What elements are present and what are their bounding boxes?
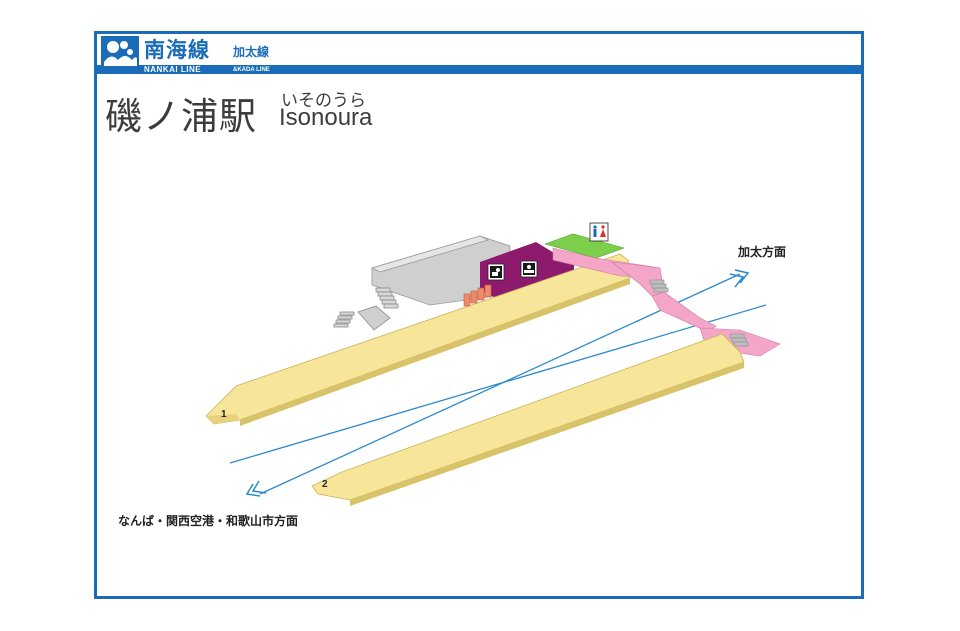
stairs-icon — [649, 279, 749, 347]
direction-label-namba: なんば・関西空港・和歌山市方面 — [118, 514, 299, 528]
line-sub-name-en: &KADA LINE — [233, 67, 270, 73]
ticket-gate-staff-icon — [487, 263, 505, 281]
ticket-machine-icon — [463, 284, 492, 307]
stairs-icon — [375, 287, 399, 309]
line-name-en: NANKAI LINE — [144, 65, 202, 74]
ticket-office-icon — [520, 260, 538, 278]
platform-2 — [311, 333, 745, 506]
direction-label-kada: 加太方面 — [738, 245, 787, 259]
line-header: 南海線 加太線 NANKAI LINE &KADA LINE — [97, 34, 861, 74]
direction-arrow-icon — [729, 269, 750, 288]
nankai-logo-icon — [101, 36, 139, 72]
line-name: 南海線 — [144, 38, 210, 62]
restroom-icon — [589, 222, 609, 242]
direction-arrow-icon — [245, 480, 267, 497]
station-structure — [370, 235, 511, 306]
line-sub-name: 加太線 — [233, 45, 270, 59]
track-line-lower — [259, 273, 741, 495]
station-kana: いそのうら — [281, 91, 366, 111]
station-roman: Isonoura — [279, 104, 373, 131]
track-line-upper — [229, 304, 767, 464]
restroom-area — [544, 233, 625, 259]
stairs-icon — [333, 305, 391, 331]
station-name: 磯ノ浦駅 — [105, 95, 257, 138]
header-band — [97, 65, 861, 74]
platform-2-number: 2 — [322, 479, 328, 490]
platform-1-number: 1 — [221, 409, 227, 420]
